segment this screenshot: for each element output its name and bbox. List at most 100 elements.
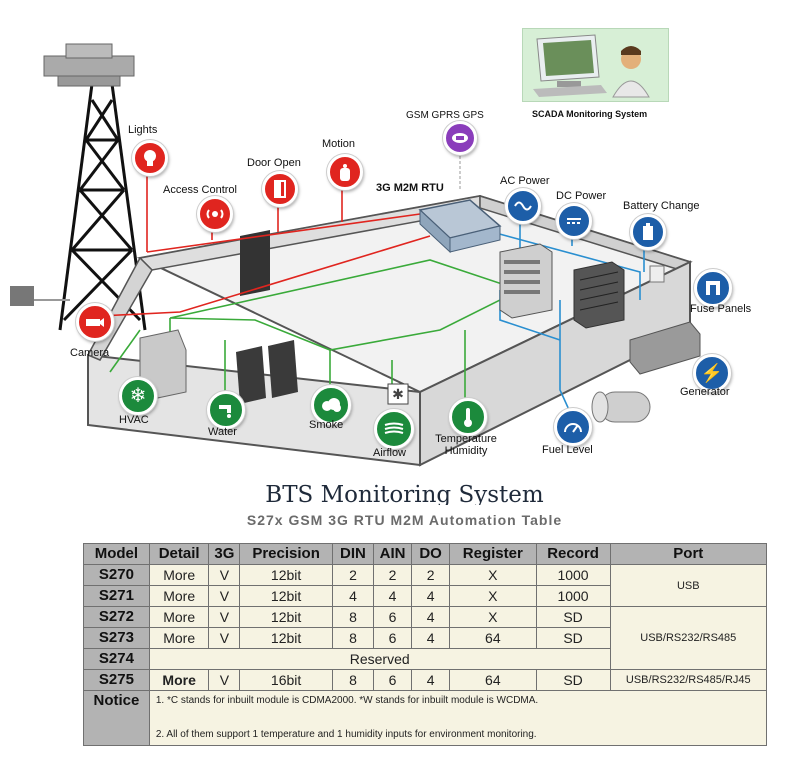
scada-monitor-icon [533, 34, 650, 98]
cell-ain: 6 [373, 627, 413, 649]
access-control-icon [197, 196, 233, 232]
header-din: DIN [331, 543, 375, 565]
generator-unit-icon [629, 321, 701, 375]
humidity-label: Humidity [444, 445, 488, 457]
fuel-gauge-icon [554, 408, 592, 446]
header-register: Register [449, 543, 537, 565]
cell-3g: V [208, 564, 241, 586]
notice-row: Notice 1. *C stands for inbuilt module i… [83, 690, 768, 746]
door-open-icon [262, 171, 298, 207]
cell-port: USB [609, 564, 768, 607]
gsm-icon [443, 121, 477, 155]
table-row: S270 More V 12bit 2 2 2 X 1000 USB [83, 564, 768, 607]
notice-line-2: 2. All of them support 1 temperature and… [155, 729, 537, 740]
cell-record: 1000 [535, 585, 611, 607]
spec-table: Model Detail 3G Precision DIN AIN DO Reg… [83, 543, 768, 746]
header-3g: 3G [208, 543, 241, 565]
table-header-row: Model Detail 3G Precision DIN AIN DO Reg… [83, 543, 768, 565]
cell-din: 8 [331, 669, 375, 691]
table-row: S273 More V 12bit 8 6 4 64 SD [83, 627, 767, 649]
battery-icon [630, 214, 666, 250]
camera-icon [76, 303, 114, 341]
header-model: Model [83, 543, 150, 565]
notice-label: Notice [83, 690, 150, 746]
cell-port: USB/RS232/RS485 [609, 606, 768, 670]
hvac-label: HVAC [119, 414, 149, 426]
generator-icon: ⚡ [693, 354, 731, 392]
fuel-tank-icon [591, 391, 651, 423]
ac-power-label: AC Power [500, 175, 550, 187]
header-do: DO [411, 543, 451, 565]
tower-icon [58, 83, 147, 331]
cell-din: 4 [331, 585, 375, 607]
cell-reserved: Reserved [148, 648, 611, 670]
table-row: S275 More V 16bit 8 6 4 64 SD USB/RS232/… [83, 669, 768, 691]
sensor-wires [109, 259, 523, 400]
cell-precision: 12bit [239, 627, 333, 649]
cell-register: 64 [449, 627, 537, 649]
water-label: Water [208, 426, 237, 438]
fuse-panel-icon [694, 269, 732, 307]
page-subtitle: S27x GSM 3G RTU M2M Automation Table [246, 512, 563, 528]
header-precision: Precision [239, 543, 333, 565]
cell-model: S270 [83, 564, 150, 586]
header-port: Port [609, 543, 768, 565]
door-icon [240, 230, 270, 296]
cell-ain: 2 [373, 564, 413, 586]
equipment-rack-icon [499, 243, 553, 319]
cell-ain: 4 [373, 585, 413, 607]
hvac-icon: ❄ [119, 377, 157, 415]
tower-antenna-icon [43, 55, 135, 77]
cell-do: 4 [411, 585, 451, 607]
cell-detail: More [148, 585, 210, 607]
lightbulb-icon [132, 140, 168, 176]
cell-register: X [449, 564, 537, 586]
cell-detail: More [148, 564, 210, 586]
access-control-label: Access Control [163, 184, 237, 196]
cell-din: 8 [331, 627, 375, 649]
shelter-icon [10, 286, 34, 306]
cell-do: 4 [411, 627, 451, 649]
battery-rack-icon [573, 261, 625, 329]
header-detail: Detail [148, 543, 210, 565]
cell-record: SD [535, 669, 611, 691]
cell-din: 2 [331, 564, 375, 586]
gsm-label: GSM GPRS GPS [406, 110, 484, 121]
camera-label: Camera [70, 347, 110, 359]
cell-do: 4 [411, 669, 451, 691]
cell-port: USB/RS232/RS485/RJ45 [609, 669, 768, 691]
cell-precision: 12bit [239, 564, 333, 586]
cell-3g: V [208, 585, 241, 607]
cell-detail: More [148, 669, 210, 691]
motion-sensor-icon [327, 154, 363, 190]
cell-model: S273 [83, 627, 150, 649]
cell-do: 2 [411, 564, 451, 586]
cell-model: S271 [83, 585, 150, 607]
table-row: S272 More V 12bit 8 6 4 X SD USB/RS232/R… [83, 606, 768, 670]
cell-record: SD [535, 627, 611, 649]
notice-text: 1. *C stands for inbuilt module is CDMA2… [148, 690, 768, 746]
cell-record: 1000 [535, 564, 611, 586]
cabinet-icon [236, 340, 298, 404]
cell-precision: 12bit [239, 585, 333, 607]
cell-precision: 16bit [239, 669, 333, 691]
cell-ain: 6 [373, 669, 413, 691]
cell-precision: 12bit [239, 606, 333, 628]
fan-icon [387, 383, 409, 405]
temperature-label: Temperature [435, 433, 497, 445]
page-title: BTS Monitoring System [265, 482, 544, 505]
fuel-level-label: Fuel Level [542, 444, 593, 456]
thermometer-icon [449, 398, 487, 436]
cell-model: S275 [83, 669, 150, 691]
cell-3g: V [208, 669, 241, 691]
svg-text:✱: ✱ [392, 386, 404, 402]
lights-label: Lights [128, 124, 158, 136]
rtu-label: 3G M2M RTU [376, 182, 444, 194]
cell-register: X [449, 585, 537, 607]
cell-din: 8 [331, 606, 375, 628]
cell-model: S274 [83, 648, 150, 670]
fuse-panels-label: Fuse Panels [690, 303, 752, 315]
cell-3g: V [208, 606, 241, 628]
door-open-label: Door Open [247, 157, 301, 169]
cell-model: S272 [83, 606, 150, 628]
